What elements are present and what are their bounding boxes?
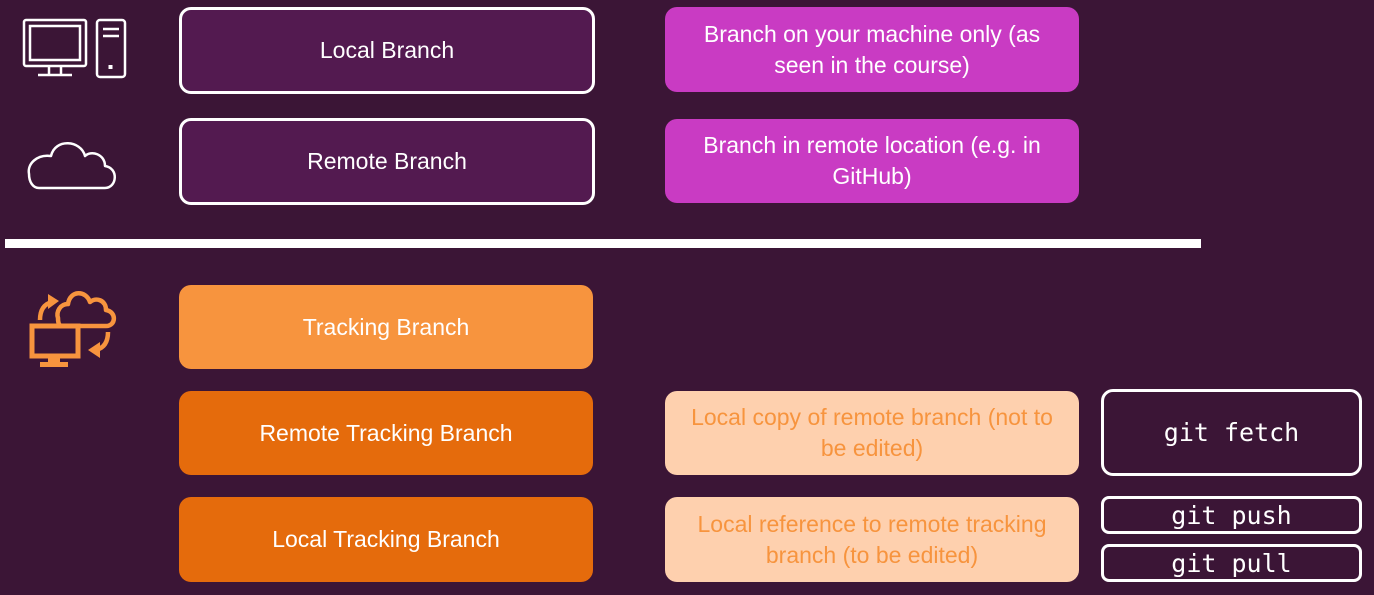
remote-tracking-description: Local copy of remote branch (not to be e…: [665, 391, 1079, 475]
local-tracking-branch-label: Local Tracking Branch: [272, 526, 500, 552]
tracking-branch-label: Tracking Branch: [302, 313, 470, 340]
git-fetch-command: git fetch: [1101, 389, 1362, 476]
local-tracking-description-text: Local reference to remote tracking branc…: [697, 510, 1047, 568]
cloud-sync-monitor-icon: [29, 291, 117, 367]
local-tracking-description: Local reference to remote tracking branc…: [665, 497, 1079, 582]
remote-tracking-branch-label: Remote Tracking Branch: [259, 419, 513, 446]
git-pull-command: git pull: [1101, 544, 1362, 582]
local-branch-box: Local Branch: [179, 7, 595, 94]
computer-desktop-icon: [22, 18, 127, 79]
remote-branch-description: Branch in remote location (e.g. in GitHu…: [665, 119, 1079, 203]
git-push-command: git push: [1101, 496, 1362, 534]
git-push-text: git push: [1171, 500, 1292, 530]
tracking-branch-box: Tracking Branch: [179, 285, 593, 369]
remote-tracking-description-text: Local copy of remote branch (not to be e…: [691, 404, 1053, 461]
remote-branch-label: Remote Branch: [307, 148, 467, 174]
remote-branch-description-text: Branch in remote location (e.g. in GitHu…: [703, 132, 1041, 189]
remote-tracking-branch-box: Remote Tracking Branch: [179, 391, 593, 475]
local-branch-description: Branch on your machine only (as seen in …: [665, 7, 1079, 92]
git-pull-text: git pull: [1171, 548, 1292, 578]
section-divider: [5, 239, 1201, 248]
local-branch-description-text: Branch on your machine only (as seen in …: [703, 20, 1041, 78]
local-branch-label: Local Branch: [319, 37, 455, 63]
git-fetch-text: git fetch: [1163, 418, 1300, 447]
remote-branch-box: Remote Branch: [179, 118, 595, 205]
cloud-icon: [27, 142, 116, 190]
local-tracking-branch-box: Local Tracking Branch: [179, 497, 593, 582]
